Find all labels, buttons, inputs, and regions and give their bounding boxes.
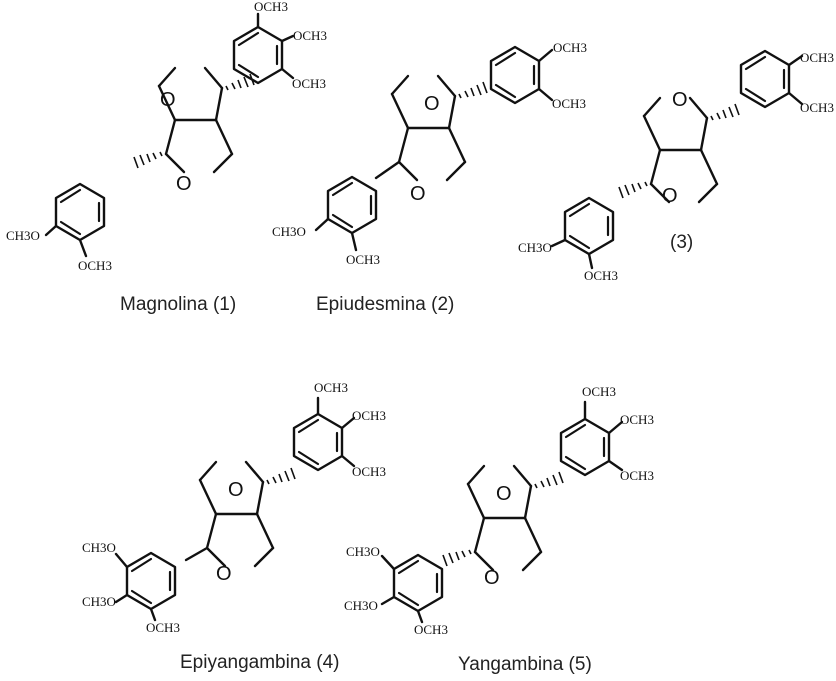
methoxy-label: OCH3	[552, 96, 586, 111]
methoxy-label: OCH3	[584, 268, 618, 283]
compound-caption: Epiyangambina (4)	[180, 652, 339, 673]
trimethoxyphenyl-ring	[392, 553, 444, 613]
compound-4	[198, 460, 296, 568]
methoxy-label: OCH3	[346, 252, 380, 267]
methoxy-label: OCH3	[78, 258, 112, 273]
methoxy-label: OCH3	[800, 50, 834, 65]
methoxy-label: OCH3	[582, 384, 616, 399]
dimethoxyphenyl-ring	[739, 49, 791, 109]
methoxy-label: CH3O	[82, 594, 116, 609]
compound-caption: Magnolina (1)	[120, 294, 236, 315]
oxygen-label: O	[216, 563, 232, 585]
methoxy-label: OCH3	[314, 380, 348, 395]
methoxy-label: OCH3	[352, 464, 386, 479]
oxygen-label: O	[484, 567, 500, 589]
methoxy-label: OCH3	[254, 0, 288, 14]
trimethoxyphenyl-ring	[125, 551, 177, 611]
methoxy-label: OCH3	[620, 468, 654, 483]
methoxy-label: CH3O	[272, 224, 306, 239]
trimethoxyphenyl-ring	[232, 25, 284, 85]
dimethoxyphenyl-ring	[489, 45, 541, 105]
compound-3	[618, 96, 740, 204]
oxygen-label: O	[662, 185, 678, 207]
compound-2	[390, 74, 488, 182]
oxygen-label: O	[424, 93, 440, 115]
methoxy-label: OCH3	[414, 622, 448, 637]
methoxy-label: OCH3	[620, 412, 654, 427]
methoxy-label: OCH3	[352, 408, 386, 423]
methoxy-label: OCH3	[292, 76, 326, 91]
methoxy-label: CH3O	[346, 544, 380, 559]
oxygen-label: O	[176, 173, 192, 195]
methoxy-label: OCH3	[800, 100, 834, 115]
methoxy-label: CH3O	[6, 228, 40, 243]
trimethoxyphenyl-ring	[559, 417, 611, 477]
methoxy-label: CH3O	[82, 540, 116, 555]
dimethoxyphenyl-ring	[54, 182, 106, 242]
compound-caption: Epiudesmina (2)	[316, 294, 454, 315]
methoxy-label: OCH3	[293, 28, 327, 43]
oxygen-label: O	[496, 483, 512, 505]
oxygen-label: O	[672, 89, 688, 111]
compound-caption: Yangambina (5)	[458, 654, 592, 675]
oxygen-label: O	[160, 89, 176, 111]
compound-1	[133, 66, 255, 174]
compound-5	[442, 464, 564, 572]
methoxy-label: OCH3	[553, 40, 587, 55]
compound-caption: (3)	[670, 232, 693, 253]
trimethoxyphenyl-ring	[292, 412, 344, 472]
oxygen-label: O	[410, 183, 426, 205]
methoxy-label: OCH3	[146, 620, 180, 635]
methoxy-label: CH3O	[518, 240, 552, 255]
oxygen-label: O	[228, 479, 244, 501]
dimethoxyphenyl-ring	[563, 196, 615, 256]
methoxy-label: CH3O	[344, 598, 378, 613]
dimethoxyphenyl-ring	[326, 175, 378, 235]
